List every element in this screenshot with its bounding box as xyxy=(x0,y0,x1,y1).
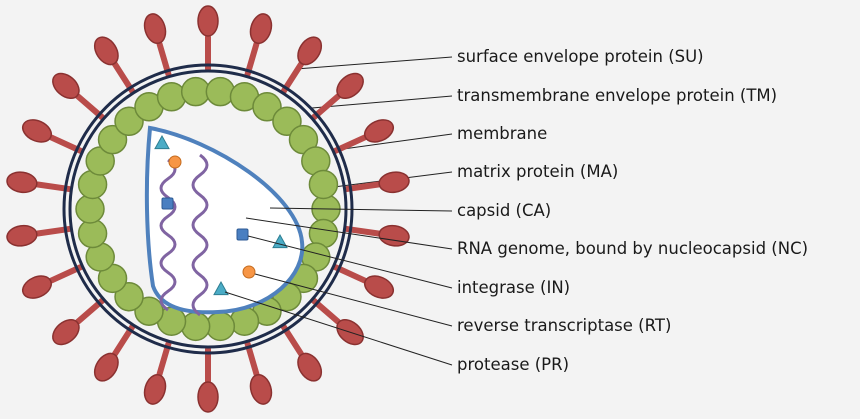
matrix-protein-bead xyxy=(77,218,108,249)
matrix-protein-bead xyxy=(114,281,144,312)
surface-protein-head xyxy=(297,352,323,382)
matrix-protein-bead xyxy=(180,311,211,342)
label-capsid: capsid (CA) xyxy=(457,201,552,220)
matrix-protein-bead xyxy=(205,76,236,107)
matrix-protein-bead xyxy=(134,296,164,326)
matrix-protein-bead xyxy=(156,82,187,112)
surface-protein-head xyxy=(336,72,364,100)
surface-protein-head xyxy=(297,36,323,66)
matrix-protein-bead xyxy=(180,76,211,107)
leader-line-su xyxy=(295,56,453,70)
integrase-marker xyxy=(236,228,249,241)
rna-strand xyxy=(191,153,209,317)
reverse-transcriptase-marker xyxy=(168,155,182,169)
leader-lines-inner xyxy=(224,207,453,366)
matrix-protein-bead xyxy=(308,169,339,200)
label-membrane: membrane xyxy=(457,124,548,143)
surface-protein-head xyxy=(6,171,38,194)
reverse-transcriptase-marker xyxy=(242,265,256,279)
leader-line-nc xyxy=(245,217,453,250)
label-matrix-protein: matrix protein (MA) xyxy=(457,162,619,181)
surface-protein-head xyxy=(249,373,273,405)
matrix-protein-bead xyxy=(97,124,128,155)
label-rna-genome: RNA genome, bound by nucleocapsid (NC) xyxy=(457,239,809,258)
protease-marker xyxy=(213,280,229,296)
surface-protein-head xyxy=(21,119,53,143)
matrix-protein-bead xyxy=(75,194,105,224)
matrix-protein-bead xyxy=(114,106,144,137)
matrix-protein-bead xyxy=(252,92,282,122)
integrase-marker xyxy=(161,197,174,210)
surface-protein-head xyxy=(197,5,219,37)
rna-strand xyxy=(159,158,177,312)
surface-protein-head xyxy=(52,72,80,100)
rna-genome xyxy=(159,153,209,317)
matrix-protein-bead xyxy=(205,311,236,342)
label-protease: protease (PR) xyxy=(457,355,570,374)
label-transmembrane-envelope-protein: transmembrane envelope protein (TM) xyxy=(457,86,778,105)
leader-line-membrane xyxy=(335,133,453,151)
surface-protein-head xyxy=(21,275,53,299)
surface-protein-head xyxy=(6,224,38,247)
surface-protein-head xyxy=(143,13,167,45)
surface-protein-head xyxy=(249,13,273,45)
matrix-protein-bead xyxy=(272,106,302,137)
surface-protein-head xyxy=(197,381,219,413)
protease-marker xyxy=(272,233,288,249)
surface-protein-head xyxy=(363,119,395,143)
capsid-shell xyxy=(144,125,305,315)
surface-protein-head xyxy=(52,318,80,346)
surface-protein-head xyxy=(93,352,119,382)
protease-marker xyxy=(154,134,170,150)
leader-line-in xyxy=(247,235,453,289)
leader-line-rt xyxy=(254,273,453,327)
surface-protein-head xyxy=(378,224,410,247)
surface-protein-head xyxy=(93,36,119,66)
surface-protein-head xyxy=(363,275,395,299)
label-reverse-transcriptase: reverse transcriptase (RT) xyxy=(457,316,672,335)
label-surface-envelope-protein: surface envelope protein (SU) xyxy=(457,47,704,66)
leader-line-pr xyxy=(224,291,453,366)
leader-lines xyxy=(295,56,453,190)
enzymes xyxy=(154,134,288,296)
leader-line-ca xyxy=(269,207,453,212)
label-integrase: integrase (IN) xyxy=(457,278,571,297)
surface-protein-head xyxy=(378,171,410,194)
surface-protein-head xyxy=(143,373,167,405)
leader-line-tm xyxy=(311,95,453,109)
